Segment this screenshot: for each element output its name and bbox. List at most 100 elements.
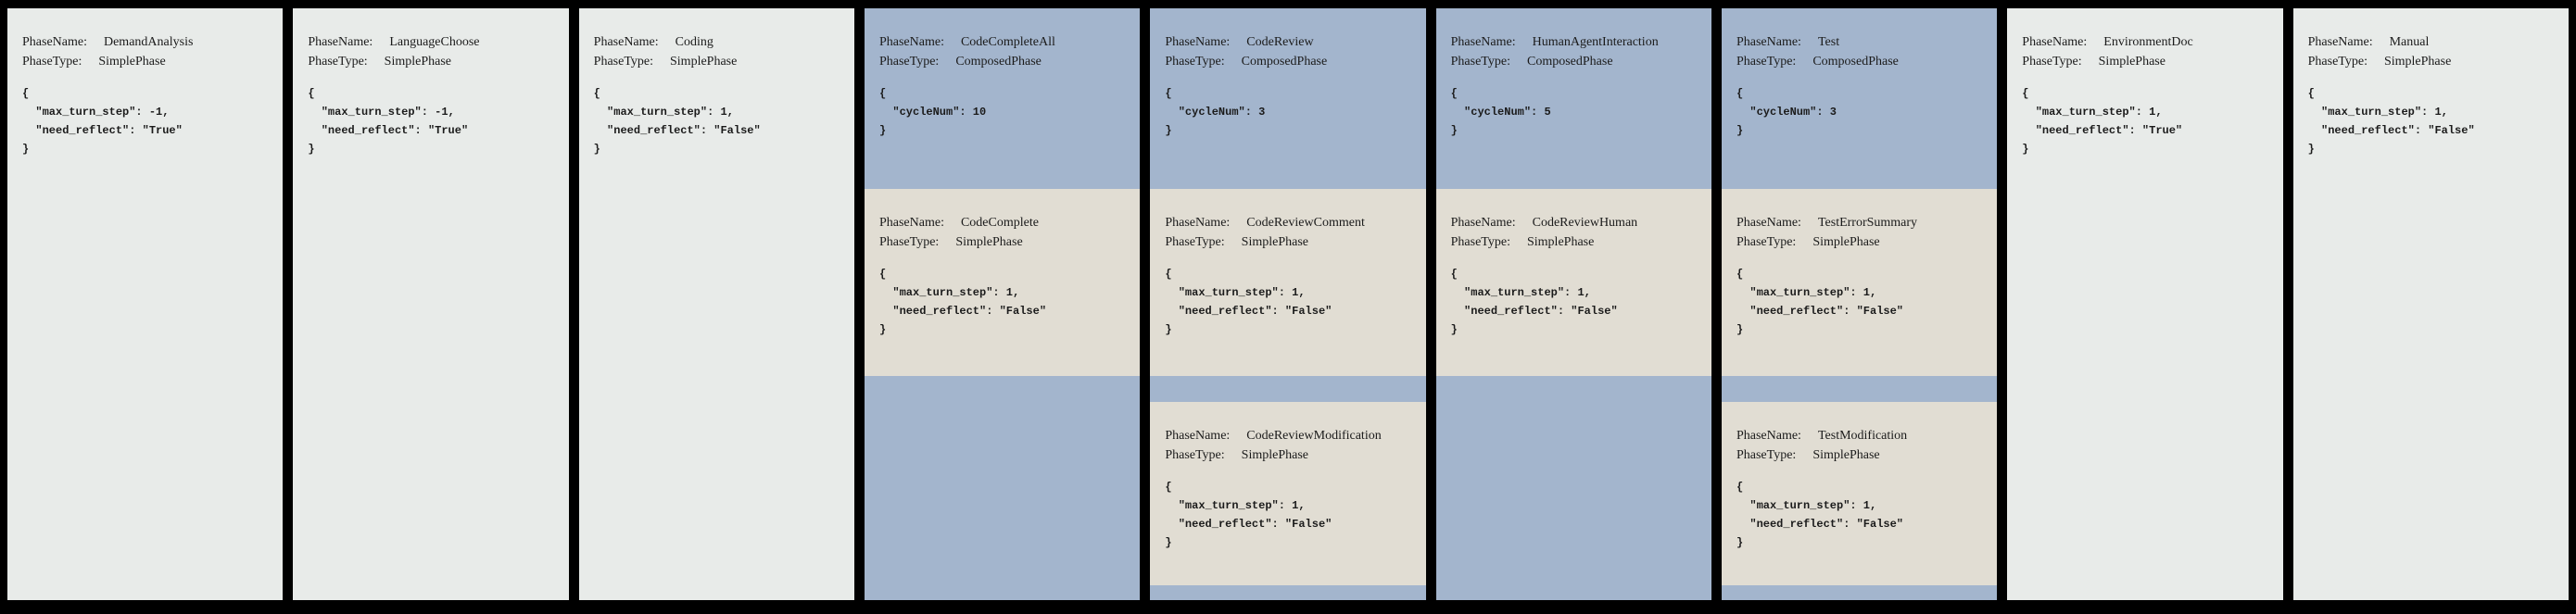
phase-name-value: CodeComplete [960, 216, 1039, 230]
phase-type-label: PhaseType: [593, 55, 653, 69]
phase-name-line: PhaseName:TestErrorSummary [1736, 213, 1986, 232]
phase-name-value: Manual [2389, 35, 2430, 49]
phase-type-value: SimplePhase [2383, 55, 2452, 69]
phase-name-line: PhaseName: CodeReviewModification [1165, 426, 1414, 445]
phase-type-value: ComposedPhase [1812, 55, 1899, 69]
phase-name-line: PhaseName:LanguageChoose [308, 32, 557, 52]
phase-config-json: { "cycleNum": 3 } [1165, 87, 1266, 137]
phase-type-label: PhaseType: [1165, 235, 1225, 249]
composed-gap [1150, 376, 1425, 402]
phase-type-label: PhaseType: [878, 235, 940, 249]
phase-name-label: PhaseName: [1165, 35, 1231, 49]
phase-type-label: PhaseType: [1736, 55, 1797, 69]
phase-column-coding: PhaseName:Coding PhaseType: SimplePhase {… [578, 8, 854, 600]
phase-name-line: PhaseName:Coding [594, 32, 843, 52]
phase-type-label: PhaseType: [878, 55, 940, 69]
phase-config-json: { "max_turn_step": 1, "need_reflect": "F… [2307, 87, 2475, 156]
phase-name-line: PhaseName:CodeReviewComment [1165, 213, 1414, 232]
phase-config-json: { "max_turn_step": 1, "need_reflect": "F… [1165, 481, 1332, 549]
phase-name-line: PhaseName:CodeComplete [879, 213, 1129, 232]
phase-config-json: { "max_turn_step": 1, "need_reflect": "F… [1450, 268, 1618, 336]
phase-config-json: { "max_turn_step": 1, "need_reflect": "F… [1736, 268, 1903, 336]
phase-column-environment-doc: PhaseName:EnvironmentDoc PhaseType: Simpl… [2007, 8, 2283, 600]
phase-column-language-choose: PhaseName:LanguageChoose PhaseType:Simpl… [293, 8, 569, 600]
phase-type-value: ComposedPhase [1526, 55, 1613, 69]
phase-type-label: PhaseType: [1736, 235, 1797, 249]
phase-type-label: PhaseType: [2307, 55, 2368, 69]
phase-name-value: Test [1817, 35, 1840, 49]
phase-column-demand-analysis: PhaseName:DemandAnalysis PhaseType:Simpl… [7, 8, 284, 600]
phase-name-line: PhaseName: CodeReviewHuman [1451, 213, 1700, 232]
phase-config-json: { "max_turn_step": 1, "need_reflect": "F… [1165, 268, 1332, 336]
phase-name-line: PhaseName: CodeReview [1165, 32, 1414, 52]
phase-type-line: PhaseType: SimplePhase [2308, 52, 2557, 71]
phase-name-value: Coding [675, 35, 713, 49]
phase-type-value: ComposedPhase [1241, 55, 1328, 69]
phase-column-test: PhaseName: Test PhaseType: ComposedPhase {… [1721, 8, 1998, 600]
phase-name-label: PhaseName: [1450, 216, 1516, 230]
phase-name-value: CodeReview [1246, 35, 1314, 49]
phase-name-line: PhaseName:DemandAnalysis [22, 32, 271, 52]
phase-column-code-complete-all: PhaseName:CodeCompleteAll PhaseType: Comp… [864, 8, 1141, 600]
phase-type-value: SimplePhase [1526, 235, 1595, 249]
phase-type-line: PhaseType: SimplePhase [594, 52, 843, 71]
phase-name-label: PhaseName: [2022, 35, 2088, 49]
phase-card-language-choose: PhaseName:LanguageChoose PhaseType:Simpl… [293, 8, 568, 600]
phase-config-json: { "cycleNum": 10 } [878, 87, 987, 137]
phase-type-line: PhaseType: SimplePhase [2022, 52, 2271, 71]
phase-config-json: { "max_turn_step": 1, "need_reflect": "F… [1736, 481, 1903, 549]
phase-name-label: PhaseName: [1450, 35, 1516, 49]
phase-name-value: CodeReviewHuman [1532, 216, 1638, 230]
subphase-card-code-review-modification: PhaseName: CodeReviewModification PhaseTy… [1150, 402, 1426, 585]
phase-type-value: SimplePhase [2098, 55, 2166, 69]
phase-type-value: SimplePhase [1241, 235, 1308, 249]
phase-name-line: PhaseName:Manual [2308, 32, 2557, 52]
phase-column-code-review: PhaseName: CodeReview PhaseType: ComposedP… [1150, 8, 1426, 600]
subphase-card-test-modification: PhaseName:TestModification PhaseType:Sim… [1721, 402, 1998, 585]
phase-type-label: PhaseType: [1736, 448, 1797, 462]
phase-name-label: PhaseName: [1165, 429, 1231, 443]
phase-name-label: PhaseName: [22, 35, 87, 49]
phase-card-code-review: PhaseName: CodeReview PhaseType: ComposedP… [1150, 8, 1425, 189]
phase-type-line: PhaseType:SimplePhase [22, 52, 271, 71]
phase-type-label: PhaseType: [2022, 55, 2082, 69]
phase-name-line: PhaseName:HumanAgentInteraction [1451, 32, 1700, 52]
phase-type-line: PhaseType:SimplePhase [1451, 232, 1700, 252]
phase-name-label: PhaseName: [1736, 429, 1801, 443]
phase-type-line: PhaseType: ComposedPhase [1165, 52, 1414, 71]
phase-type-value: ComposedPhase [955, 55, 1042, 69]
phase-column-human-agent-interaction: PhaseName:HumanAgentInteraction PhaseTyp… [1435, 8, 1711, 600]
phase-card-test: PhaseName: Test PhaseType: ComposedPhase {… [1722, 8, 1997, 189]
phase-name-line: PhaseName:EnvironmentDoc [2022, 32, 2271, 52]
phase-name-line: PhaseName: TestModification [1736, 426, 1986, 445]
phase-type-label: PhaseType: [1165, 55, 1225, 69]
phase-name-label: PhaseName: [878, 35, 944, 49]
phase-type-label: PhaseType: [1165, 448, 1225, 462]
phase-type-value: SimplePhase [670, 55, 738, 69]
subphase-card-code-review-human: PhaseName: CodeReviewHuman PhaseType:Simp… [1435, 189, 1711, 376]
phase-type-label: PhaseType: [1450, 55, 1510, 69]
subphase-card-code-complete: PhaseName:CodeComplete PhaseType: SimpleP… [864, 189, 1141, 376]
phase-type-line: PhaseType: ComposedPhase [1451, 52, 1700, 71]
phase-name-line: PhaseName:CodeCompleteAll [879, 32, 1129, 52]
subphase-card-code-review-comment: PhaseName:CodeReviewComment PhaseType: Si… [1150, 189, 1426, 376]
phase-config-json: { "max_turn_step": 1, "need_reflect": "F… [593, 87, 761, 156]
phase-name-value: LanguageChoose [389, 35, 480, 49]
phase-card-manual: PhaseName:Manual PhaseType: SimplePhase {… [2293, 8, 2569, 600]
phase-name-value: TestErrorSummary [1817, 216, 1918, 230]
phase-type-value: SimplePhase [955, 235, 1023, 249]
phase-config-json: { "cycleNum": 3 } [1736, 87, 1837, 137]
subphase-card-test-error-summary: PhaseName:TestErrorSummary PhaseType:Sim… [1721, 189, 1998, 376]
phase-name-value: CodeReviewModification [1246, 429, 1382, 443]
phase-type-line: PhaseType: SimplePhase [1165, 232, 1414, 252]
phase-type-line: PhaseType: SimplePhase [879, 232, 1129, 252]
phase-type-line: PhaseType:SimplePhase [1165, 445, 1414, 465]
phase-name-value: CodeReviewComment [1246, 216, 1365, 230]
phase-name-line: PhaseName: Test [1736, 32, 1986, 52]
phase-type-label: PhaseType: [22, 55, 82, 69]
phase-type-label: PhaseType: [308, 55, 368, 69]
phase-name-value: TestModification [1817, 429, 1908, 443]
phase-name-label: PhaseName: [1736, 35, 1801, 49]
phase-config-json: { "max_turn_step": -1, "need_reflect": "… [308, 87, 469, 156]
